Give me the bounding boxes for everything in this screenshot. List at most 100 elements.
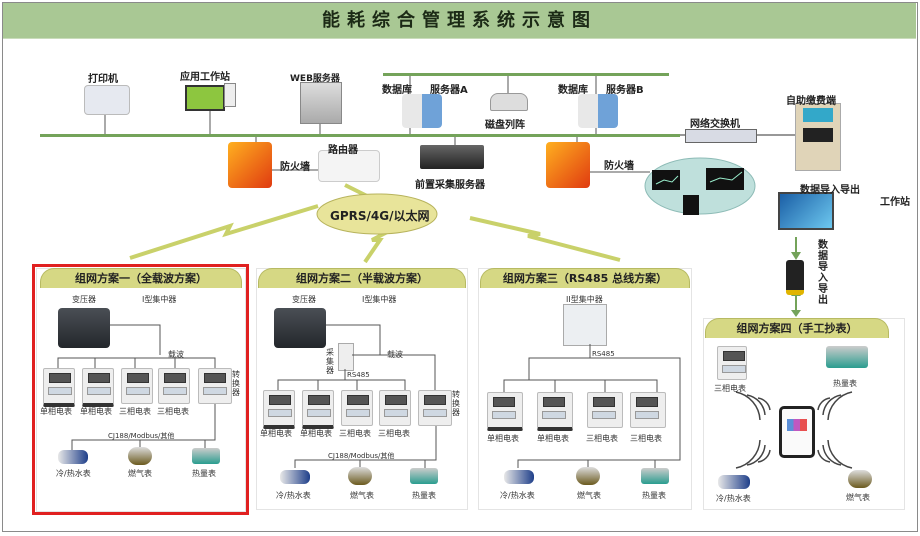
panel-2-transformer-icon (274, 308, 326, 348)
server-a-label: 服务器A (430, 85, 468, 96)
selected-panel-highlight (32, 264, 249, 515)
panel-3-gas-meter-icon (576, 467, 600, 485)
panel-2-meter-1-label: 单相电表 (260, 429, 292, 438)
web-server-label: WEB服务器 (290, 74, 340, 84)
panel-2-collector-icon (338, 343, 354, 371)
panel-2-meter-2 (302, 390, 334, 429)
panel-3-concentrator-label: II型集中器 (566, 295, 603, 304)
router-label: 路由器 (328, 145, 358, 156)
data-io-label: 数据导入导出 (800, 185, 860, 196)
handheld-icon (786, 260, 804, 295)
panel-1-sub-1-label: 冷/热水表 (56, 469, 91, 478)
panel-2-collector-label: 采集器 (326, 348, 334, 375)
kiosk-icon (795, 103, 841, 171)
printer-icon (84, 85, 130, 115)
panel-3-meter-3-label: 三相电表 (586, 434, 618, 443)
panel-2-meter-3-label: 三相电表 (339, 429, 371, 438)
lightning-panel1 (129, 204, 319, 260)
panel-4-meter-1-label: 三相电表 (714, 384, 746, 393)
firewall-left-label: 防火墙 (280, 162, 310, 173)
panel-2-sub-3-label: 热量表 (412, 491, 436, 500)
panel-1-meter-4 (158, 368, 190, 404)
panel-1-converter-icon (198, 368, 232, 404)
panel-2-title: 组网方案二（半载波方案） (258, 268, 466, 288)
panel-2-water-meter-icon (280, 470, 310, 484)
panel-2-heat-meter-icon (410, 468, 438, 484)
panel-3-water-meter-icon (504, 470, 534, 484)
panel-1-meter-2 (82, 368, 114, 407)
panel-3-meter-4 (630, 392, 666, 428)
panel-3-concentrator-icon (563, 304, 607, 346)
panel-4-gas-meter-icon (848, 470, 872, 488)
kiosk-screen-icon (803, 108, 833, 122)
panel-2-converter-label: 转换器 (452, 390, 460, 417)
panel-4-meter-2-label: 热量表 (833, 379, 857, 388)
panel-3-heat-meter-icon (641, 468, 669, 484)
database-a-label: 数据库 (382, 85, 412, 96)
panel-3-meter-4-label: 三相电表 (630, 434, 662, 443)
data-io-vertical-label: 数据导入导出 (818, 240, 828, 306)
router-icon (318, 150, 380, 182)
workstation-label: 工作站 (880, 197, 910, 208)
database-a-icon (402, 94, 442, 128)
panel-2-concentrator-label: I型集中器 (362, 295, 397, 304)
panel-1-meter-3-label: 三相电表 (119, 407, 151, 416)
panel-1-converter-label: 转换器 (232, 370, 240, 397)
panel-3-sub-3-label: 热量表 (642, 491, 666, 500)
app-workstation-label: 应用工作站 (180, 72, 230, 83)
panel-2-protocol-label: CJ188/Modbus/其他 (328, 452, 395, 460)
panel-1-meter-1-label: 单相电表 (40, 407, 72, 416)
server-bus (383, 73, 669, 76)
panel-3-rs485-label: RS485 (592, 350, 615, 358)
panel-1-gas-meter-icon (128, 447, 152, 465)
panel-4-title: 组网方案四（手工抄表） (705, 318, 889, 338)
panel-4-heat-meter-icon (826, 346, 868, 368)
panel-2-rs485-label: RS485 (347, 371, 370, 379)
panel-1-carrier-label: 载波 (168, 350, 184, 359)
panel-1-concentrator-label: I型集中器 (142, 295, 177, 304)
switch-icon (685, 129, 757, 143)
panel-2-meter-4-label: 三相电表 (378, 429, 410, 438)
web-server-icon (300, 82, 342, 124)
panel-2-meter-1 (263, 390, 295, 429)
panel-2-sub-1-label: 冷/热水表 (276, 491, 311, 500)
firewall-right-label: 防火墙 (604, 161, 634, 172)
panel-4-tablet-icon (779, 406, 815, 458)
front-server-label: 前置采集服务器 (415, 180, 485, 191)
switch-label: 网络交换机 (690, 119, 740, 130)
panel-1-sub-2-label: 燃气表 (128, 469, 152, 478)
workstation-icon (778, 192, 834, 230)
panel-2-gas-meter-icon (348, 467, 372, 485)
panel-4-meter-4-label: 燃气表 (846, 493, 870, 502)
panel-1-transformer-label: 变压器 (72, 295, 96, 304)
firewall-right-icon (546, 142, 590, 188)
panel-4-three-phase-meter-icon (717, 346, 747, 380)
disk-array-icon (490, 93, 528, 111)
panel-3-title: 组网方案三（RS485 总线方案） (480, 268, 690, 288)
panel-3-meter-1-label: 单相电表 (487, 434, 519, 443)
firewall-left-icon (228, 142, 272, 188)
panel-2-transformer-label: 变压器 (292, 295, 316, 304)
panel-3-sub-2-label: 燃气表 (577, 491, 601, 500)
panel-2-sub-2-label: 燃气表 (350, 491, 374, 500)
panel-2-meter-3 (341, 390, 373, 426)
panel-3-meter-3 (587, 392, 623, 428)
panel-4-water-meter-icon (718, 475, 750, 489)
panel-3-sub-1-label: 冷/热水表 (500, 491, 535, 500)
server-b-label: 服务器B (606, 85, 644, 96)
panel-3-meter-2 (537, 392, 573, 431)
front-server-icon (420, 145, 484, 169)
panel-3-meter-1 (487, 392, 523, 431)
kiosk-slot-icon (803, 128, 833, 142)
network-cloud (316, 193, 438, 235)
tablet-app-grid-icon (787, 419, 807, 431)
panel-1-sub-3-label: 热量表 (192, 469, 216, 478)
panel-2-meter-2-label: 单相电表 (300, 429, 332, 438)
panel-1-meter-4-label: 三相电表 (157, 407, 189, 416)
disk-array-label: 磁盘列阵 (485, 120, 525, 131)
